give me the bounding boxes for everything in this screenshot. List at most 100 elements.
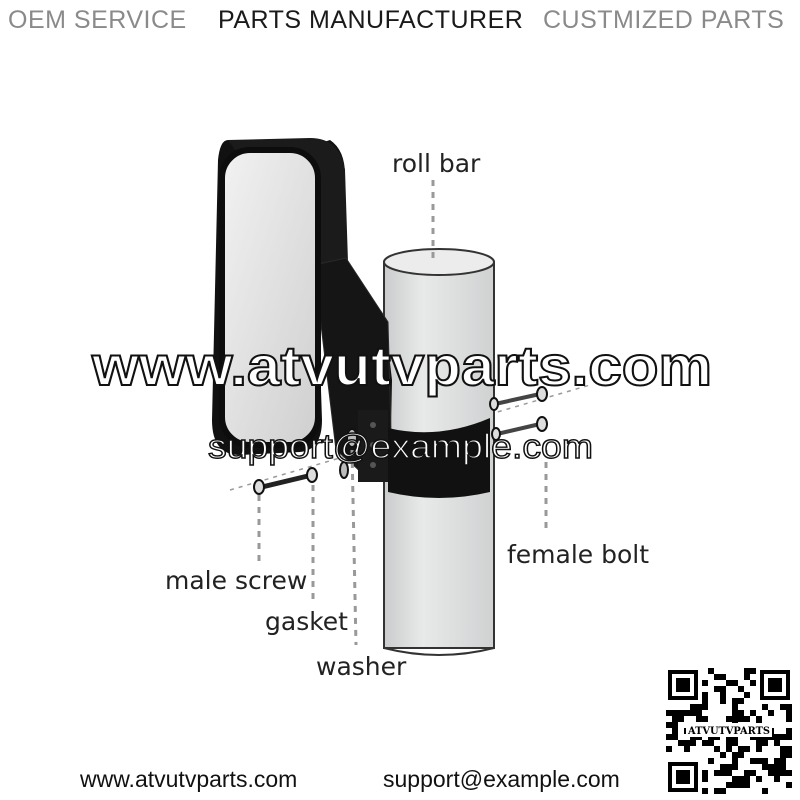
qr-module: [690, 704, 696, 710]
qr-module: [744, 776, 750, 782]
qr-module: [756, 740, 762, 746]
qr-module: [684, 740, 690, 746]
qr-module: [780, 752, 786, 758]
qr-module: [708, 668, 714, 674]
roll-bar-label: roll bar: [392, 149, 481, 178]
qr-module: [696, 710, 702, 716]
qr-module: [786, 782, 792, 788]
qr-module: [702, 680, 708, 686]
qr-module: [738, 710, 744, 716]
qr-module: [714, 746, 720, 752]
qr-module: [708, 740, 714, 746]
qr-module: [720, 752, 726, 758]
qr-module: [672, 716, 678, 722]
qr-module: [702, 776, 708, 782]
qr-module: [750, 710, 756, 716]
qr-module: [780, 734, 786, 740]
washer-part: [346, 428, 358, 448]
qr-module: [786, 734, 792, 740]
qr-module: [786, 752, 792, 758]
qr-module: [786, 716, 792, 722]
qr-module: [702, 716, 708, 722]
qr-module: [780, 764, 786, 770]
qr-module: [744, 716, 750, 722]
qr-module: [738, 698, 744, 704]
male-screw-label: male screw: [165, 566, 307, 595]
qr-module: [672, 734, 678, 740]
qr-module: [762, 764, 768, 770]
qr-module: [744, 746, 750, 752]
qr-module: [666, 710, 672, 716]
qr-module: [768, 770, 774, 776]
qr-module: [750, 758, 756, 764]
qr-module: [750, 668, 756, 674]
qr-module: [702, 740, 708, 746]
qr-module: [726, 680, 732, 686]
qr-module: [720, 674, 726, 680]
qr-module: [780, 758, 786, 764]
qr-module: [678, 740, 684, 746]
parts-manufacturer-label: PARTS MANUFACTURER: [218, 6, 524, 34]
qr-module: [684, 710, 690, 716]
qr-module: [738, 686, 744, 692]
qr-module: [756, 746, 762, 752]
qr-module: [720, 686, 726, 692]
qr-module: [672, 722, 678, 728]
female-bolt-lower: [491, 416, 548, 441]
qr-module: [732, 710, 738, 716]
female-bolt-label: female bolt: [507, 540, 649, 569]
qr-module: [708, 758, 714, 764]
qr-module: [750, 680, 756, 686]
qr-module: [744, 674, 750, 680]
qr-module: [726, 746, 732, 752]
qr-code: ATVUTVPARTS: [666, 668, 792, 794]
qr-module: [690, 740, 696, 746]
qr-module: [702, 704, 708, 710]
qr-module: [762, 740, 768, 746]
qr-module: [732, 752, 738, 758]
qr-module: [732, 740, 738, 746]
qr-module: [774, 740, 780, 746]
qr-module: [756, 758, 762, 764]
qr-module: [732, 680, 738, 686]
qr-module: [738, 716, 744, 722]
qr-module: [744, 692, 750, 698]
qr-module: [702, 770, 708, 776]
qr-module: [672, 710, 678, 716]
header-bar: OEM SERVICE PARTS MANUFACTURER CUSTMIZED…: [0, 0, 800, 42]
qr-module: [672, 728, 678, 734]
qr-module: [666, 746, 672, 752]
qr-module: [732, 716, 738, 722]
qr-module: [720, 692, 726, 698]
footer-email: support@example.com: [383, 766, 620, 792]
leader-lines: [257, 180, 548, 646]
qr-module: [786, 710, 792, 716]
watermark-email: support@example.com: [208, 428, 593, 466]
qr-module: [744, 782, 750, 788]
gasket-part: [339, 461, 349, 479]
qr-module: [714, 674, 720, 680]
qr-module: [762, 704, 768, 710]
qr-module: [666, 734, 672, 740]
qr-module: [720, 788, 726, 794]
qr-module: [774, 770, 780, 776]
qr-module: [678, 716, 684, 722]
qr-module: [732, 758, 738, 764]
clamp-band: [358, 410, 490, 498]
qr-module: [786, 704, 792, 710]
qr-module: [756, 776, 762, 782]
qr-module: [738, 752, 744, 758]
qr-module: [726, 770, 732, 776]
qr-module: [786, 770, 792, 776]
qr-module: [768, 764, 774, 770]
qr-module: [726, 716, 732, 722]
qr-caption: ATVUTVPARTS: [687, 726, 770, 737]
qr-module: [666, 722, 672, 728]
qr-module: [702, 788, 708, 794]
qr-module: [696, 716, 702, 722]
watermark-url: www.atvutvparts.com: [91, 334, 712, 397]
qr-module: [780, 770, 786, 776]
customized-parts-label: CUSTMIZED PARTS: [543, 6, 785, 34]
qr-module: [690, 710, 696, 716]
qr-module: [738, 746, 744, 752]
